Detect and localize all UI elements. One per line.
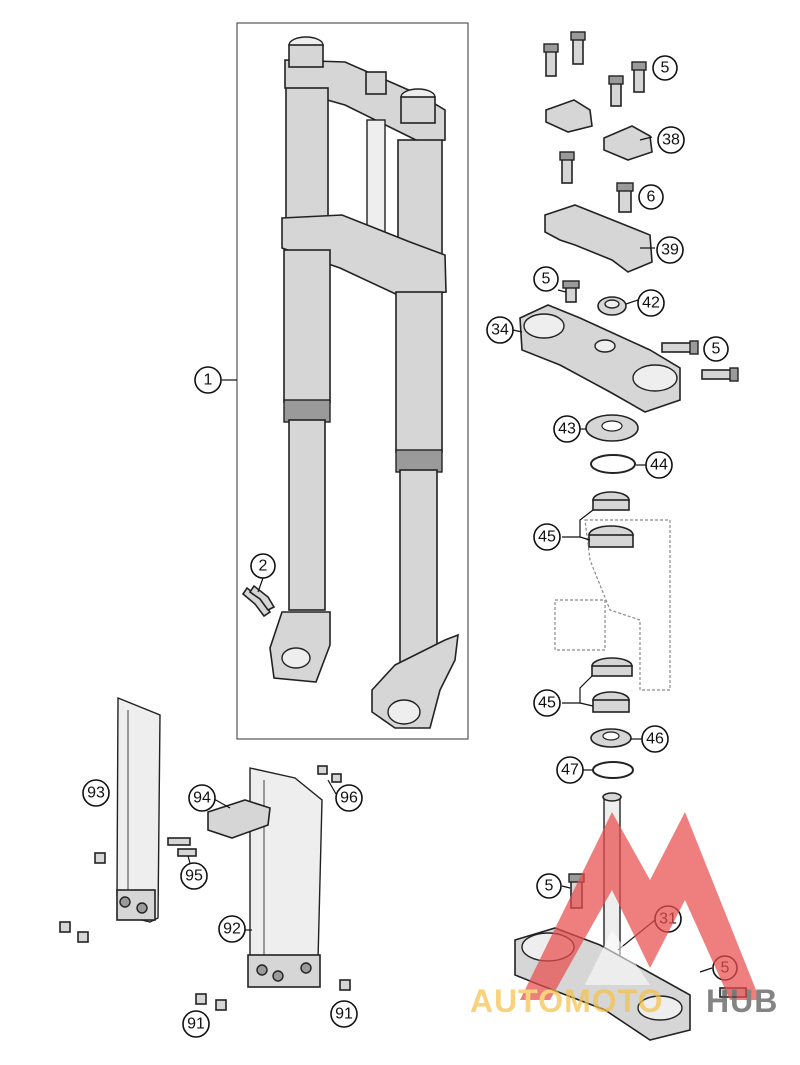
svg-text:91: 91: [187, 1016, 205, 1033]
callout-91b: 91: [330, 1000, 358, 1028]
callout-95: 95: [180, 862, 208, 890]
callout-39: 39: [656, 236, 684, 264]
svg-text:45: 45: [538, 695, 556, 712]
callout-96: 96: [335, 784, 363, 812]
callout-5a: 5: [652, 55, 678, 81]
svg-text:93: 93: [87, 785, 105, 802]
callout-43: 43: [553, 415, 581, 443]
callout-38: 38: [657, 126, 685, 154]
callout-91a: 91: [182, 1010, 210, 1038]
svg-text:94: 94: [193, 790, 211, 807]
svg-text:5: 5: [661, 60, 670, 77]
svg-text:1: 1: [204, 372, 213, 389]
callout-42: 42: [637, 289, 665, 317]
svg-text:5: 5: [712, 341, 721, 358]
svg-text:96: 96: [340, 790, 358, 807]
svg-text:95: 95: [185, 868, 203, 885]
svg-text:46: 46: [646, 731, 664, 748]
callout-6: 6: [638, 184, 664, 210]
svg-text:42: 42: [642, 295, 660, 312]
svg-text:91: 91: [335, 1006, 353, 1023]
svg-text:45: 45: [538, 529, 556, 546]
svg-text:39: 39: [661, 242, 679, 259]
fork-assembly: [269, 36, 459, 729]
callout-46: 46: [641, 725, 669, 753]
callout-5b: 5: [533, 266, 559, 292]
svg-text:2: 2: [259, 558, 268, 575]
svg-text:92: 92: [223, 921, 241, 938]
fork-assembly-frame: [236, 22, 469, 740]
callout-34: 34: [486, 316, 514, 344]
callout-92: 92: [218, 915, 246, 943]
svg-text:5: 5: [545, 878, 554, 895]
callout-44: 44: [645, 451, 673, 479]
screws-part-2: [241, 584, 276, 618]
callout-2: 2: [250, 553, 276, 579]
svg-text:43: 43: [558, 421, 576, 438]
callout-5d: 5: [536, 873, 562, 899]
watermark-text-part2: HUB: [706, 983, 778, 1019]
watermark-text-part1: AUTOMOTO: [470, 983, 663, 1019]
callout-45a: 45: [533, 523, 561, 551]
callout-93: 93: [82, 779, 110, 807]
callout-47: 47: [556, 756, 584, 784]
callout-5c: 5: [703, 336, 729, 362]
svg-text:44: 44: [650, 457, 668, 474]
leader-lines: [187, 136, 713, 973]
fork-guards: [59, 696, 351, 1011]
callout-94: 94: [188, 784, 216, 812]
svg-text:6: 6: [647, 189, 656, 206]
watermark-logo: AUTOMOTO HUB: [470, 812, 778, 1019]
callout-45b: 45: [533, 689, 561, 717]
svg-text:47: 47: [561, 762, 579, 779]
svg-text:5: 5: [542, 271, 551, 288]
svg-text:34: 34: [491, 322, 509, 339]
callout-1: 1: [194, 366, 222, 394]
svg-text:38: 38: [662, 132, 680, 149]
